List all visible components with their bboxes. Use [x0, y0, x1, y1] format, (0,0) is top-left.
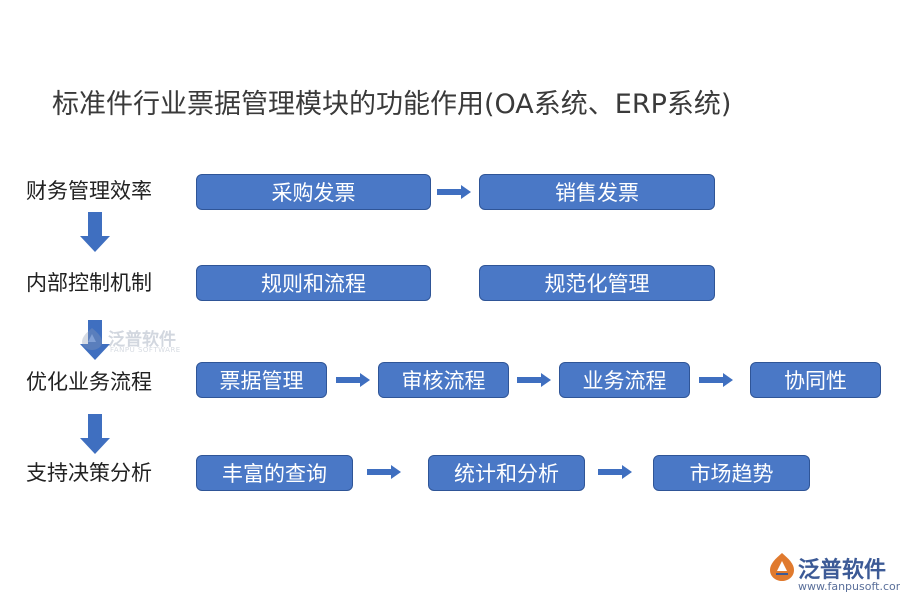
- right-arrow-icon: [517, 373, 551, 387]
- right-arrow-icon: [699, 373, 733, 387]
- brand-name: 泛普软件: [798, 558, 887, 583]
- box-review-process: 审核流程: [378, 362, 509, 398]
- fanpu-logo-icon: [770, 553, 794, 581]
- row-label-optimize-process: 优化业务流程: [26, 370, 152, 394]
- box-rich-query: 丰富的查询: [196, 455, 353, 491]
- right-arrow-icon: [367, 465, 401, 479]
- box-invoice-management: 票据管理: [196, 362, 327, 398]
- page-title: 标准件行业票据管理模块的功能作用(OA系统、ERP系统): [52, 89, 732, 120]
- brand-url: www.fanpusoft.com: [798, 580, 900, 593]
- down-arrow-icon: [80, 414, 110, 454]
- row-label-internal-control: 内部控制机制: [26, 271, 152, 295]
- right-arrow-icon: [598, 465, 632, 479]
- box-standardized-management: 规范化管理: [479, 265, 715, 301]
- down-arrow-icon: [80, 320, 110, 360]
- box-sales-invoice: 销售发票: [479, 174, 715, 210]
- box-statistics-analysis: 统计和分析: [428, 455, 585, 491]
- box-business-process: 业务流程: [559, 362, 690, 398]
- watermark-sub: FANPU SOFTWARE: [110, 346, 181, 354]
- row-label-financial-efficiency: 财务管理效率: [26, 179, 152, 203]
- fanpu-logo-icon: [82, 328, 102, 350]
- box-collaboration: 协同性: [750, 362, 881, 398]
- box-rules-and-process: 规则和流程: [196, 265, 431, 301]
- box-purchase-invoice: 采购发票: [196, 174, 431, 210]
- watermark-name: 泛普软件: [108, 330, 176, 350]
- down-arrow-icon: [80, 212, 110, 252]
- box-market-trend: 市场趋势: [653, 455, 810, 491]
- right-arrow-icon: [437, 185, 471, 199]
- row-label-decision-support: 支持决策分析: [26, 461, 152, 485]
- right-arrow-icon: [336, 373, 370, 387]
